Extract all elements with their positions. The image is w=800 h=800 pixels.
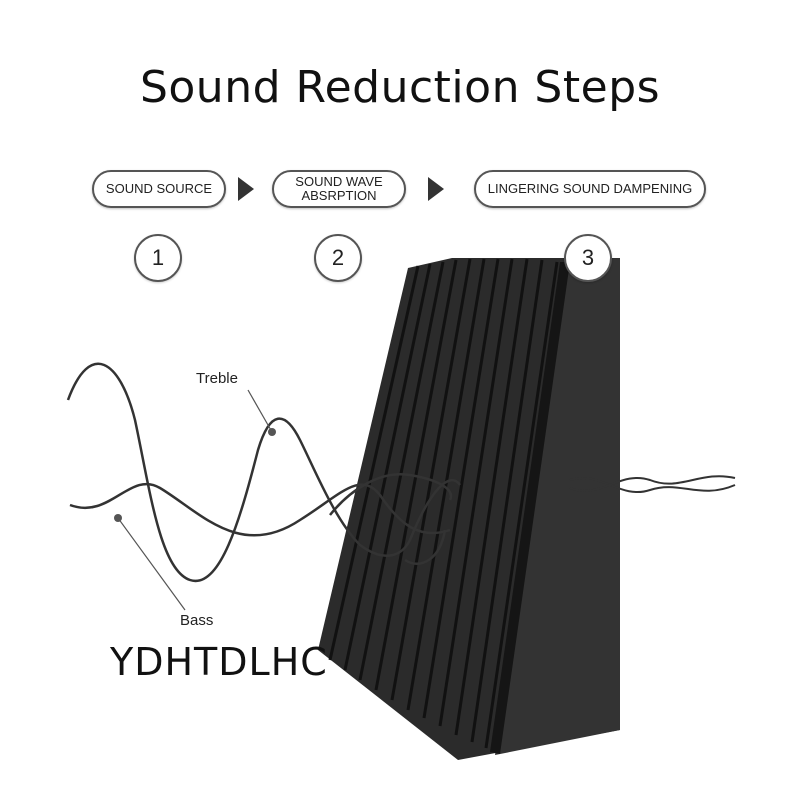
step-3-number: 3 — [564, 234, 612, 282]
step-3-label: LINGERING SOUND DAMPENING — [487, 181, 693, 196]
brand-name: YDHTDLHC — [110, 640, 328, 684]
step-2-number: 2 — [314, 234, 362, 282]
treble-wave — [66, 362, 462, 583]
step-3-number-text: 3 — [581, 245, 595, 270]
page-title: Sound Reduction Steps — [139, 62, 661, 113]
step-1-number-text: 1 — [151, 245, 165, 270]
step-2-label-line1: SOUND WAVE — [295, 174, 383, 189]
treble-marker — [268, 428, 276, 436]
bass-label: Bass — [180, 612, 214, 629]
arrow-right-icon — [238, 177, 254, 201]
step-1-pill: SOUND SOURCE — [92, 170, 226, 208]
bass-wave — [69, 482, 451, 537]
step-2-label-line2: ABSRPTION — [301, 188, 377, 203]
treble-label: Treble — [196, 370, 238, 387]
dampened-wave-1 — [569, 477, 736, 493]
arrow-right-icon — [428, 177, 444, 201]
step-3-pill: LINGERING SOUND DAMPENING — [474, 170, 706, 208]
step-1-label: SOUND SOURCE — [105, 181, 213, 196]
step-2-number-text: 2 — [331, 245, 345, 270]
acoustic-foam-panel — [318, 258, 620, 760]
absorbed-wave — [329, 472, 453, 565]
step-1-number: 1 — [134, 234, 182, 282]
step-2-pill: SOUND WAVE ABSRPTION — [272, 170, 406, 208]
dampened-wave-2 — [569, 475, 736, 492]
bass-marker — [114, 514, 122, 522]
